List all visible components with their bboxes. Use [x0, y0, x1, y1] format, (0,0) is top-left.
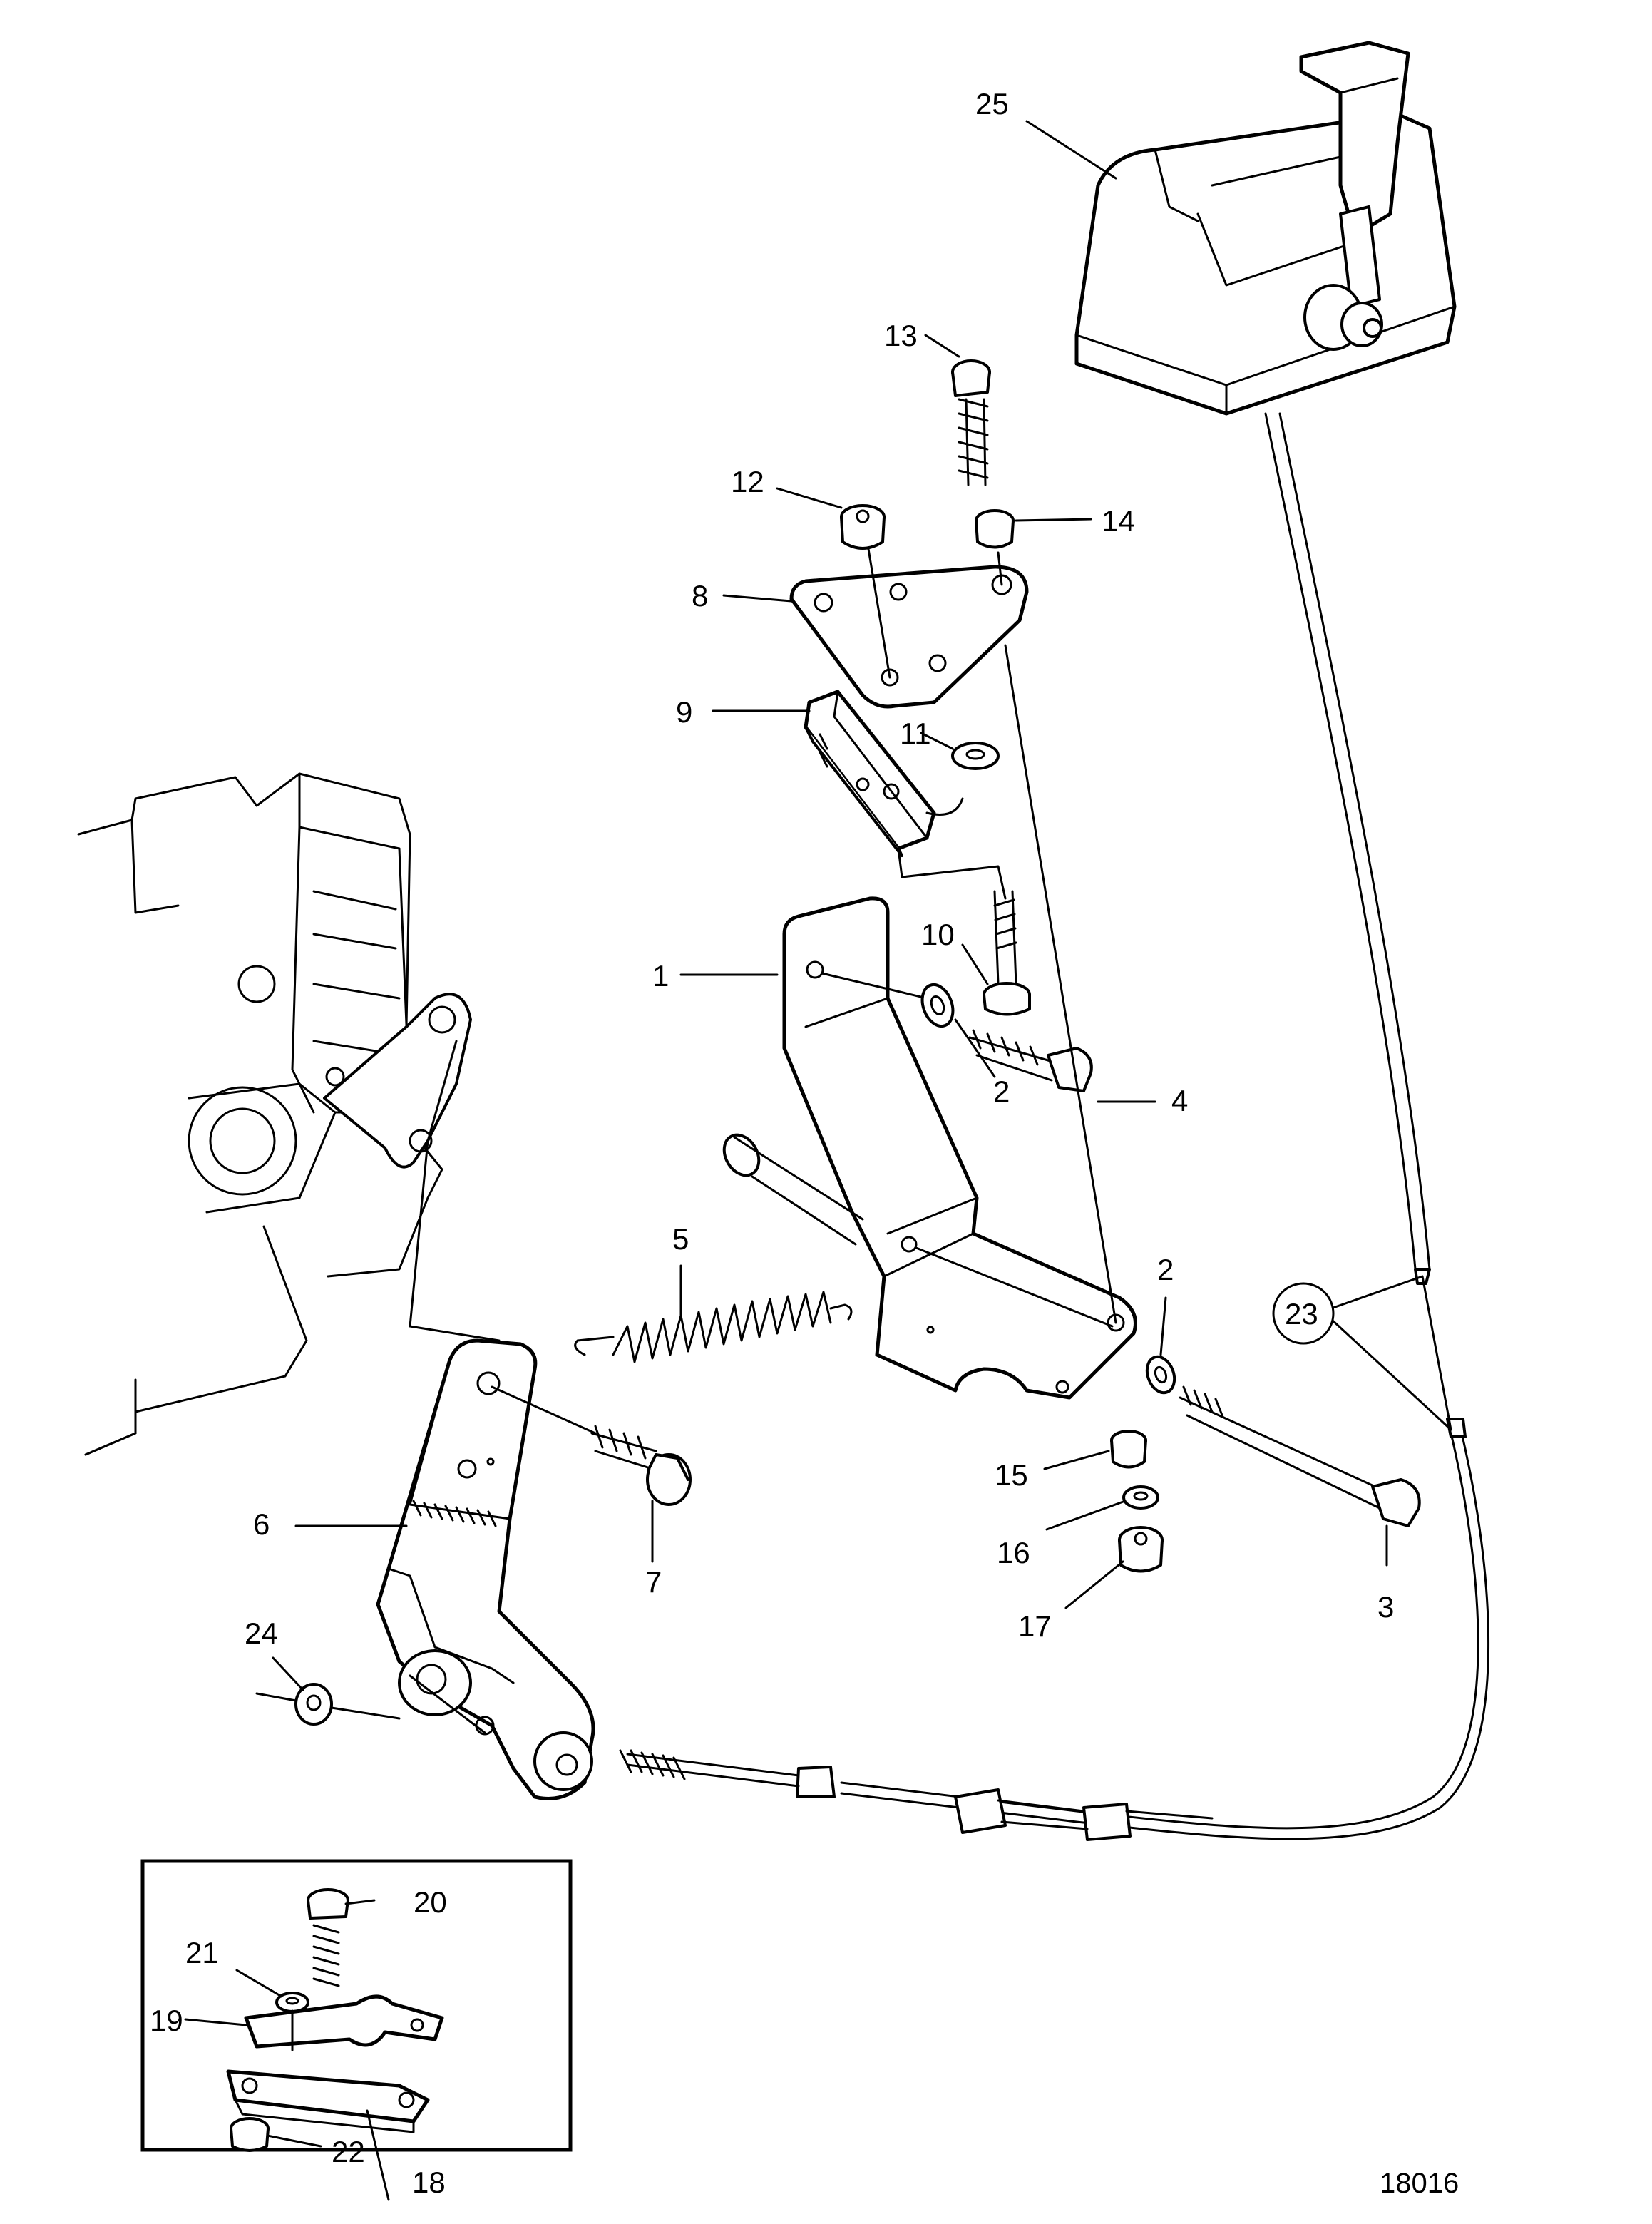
washer-11 — [951, 742, 1000, 770]
callout-25: 25 — [975, 87, 1009, 121]
washer-2-lower — [1145, 1355, 1176, 1395]
nut-12 — [840, 504, 886, 550]
callout-18: 18 — [412, 2166, 446, 2199]
spacer-14 — [975, 509, 1015, 549]
bolt-3 — [1179, 1385, 1421, 1527]
control-lever-box — [1074, 41, 1457, 416]
callout-23: 23 — [1285, 1297, 1318, 1331]
shaft — [722, 1133, 864, 1246]
callout-2b: 2 — [1157, 1253, 1174, 1286]
washer-16 — [1122, 1485, 1159, 1510]
callout-19: 19 — [150, 2004, 183, 2037]
callout-11: 11 — [900, 717, 931, 750]
spring-5 — [574, 1291, 853, 1363]
engine-housing — [77, 772, 472, 1456]
callout-2a: 2 — [993, 1075, 1010, 1108]
block-9 — [804, 690, 1007, 900]
nut-17 — [1118, 1526, 1164, 1573]
callout-12: 12 — [731, 465, 764, 498]
callout-7: 7 — [645, 1565, 662, 1599]
bracket-plate-8 — [789, 548, 1029, 709]
control-cable — [619, 412, 1490, 1841]
callout-24: 24 — [245, 1616, 278, 1650]
callout-3: 3 — [1377, 1590, 1394, 1624]
callout-5: 5 — [672, 1222, 689, 1256]
bolt-10 — [983, 890, 1031, 1016]
callout-23-circle — [1272, 1282, 1335, 1345]
screw-7 — [491, 1385, 692, 1506]
callout-20: 20 — [414, 1885, 447, 1919]
callout-22: 22 — [332, 2135, 365, 2168]
callout-6: 6 — [253, 1507, 270, 1541]
leader-lines — [184, 120, 1452, 2201]
washer-2-upper — [920, 983, 955, 1028]
callout-14: 14 — [1102, 504, 1135, 538]
callout-9: 9 — [676, 695, 692, 729]
callout-21: 21 — [185, 1936, 219, 1969]
lever-6 — [376, 1325, 595, 1800]
callout-8: 8 — [692, 579, 708, 613]
main-bracket-1 — [782, 896, 1137, 1400]
callout-13: 13 — [884, 319, 918, 352]
nut-24 — [255, 1683, 401, 1726]
inset-detail-box — [140, 1859, 573, 2152]
callout-15: 15 — [995, 1458, 1028, 1492]
spacer-15 — [1110, 1430, 1147, 1469]
callout-10: 10 — [921, 918, 955, 951]
bolt-13 — [951, 359, 991, 486]
callout-17: 17 — [1018, 1609, 1052, 1643]
callout-4: 4 — [1171, 1084, 1188, 1117]
bolt-4 — [968, 644, 1117, 1324]
callout-1: 1 — [652, 959, 669, 993]
figure-number: 18016 — [1380, 2168, 1459, 2199]
callout-16: 16 — [997, 1536, 1030, 1569]
